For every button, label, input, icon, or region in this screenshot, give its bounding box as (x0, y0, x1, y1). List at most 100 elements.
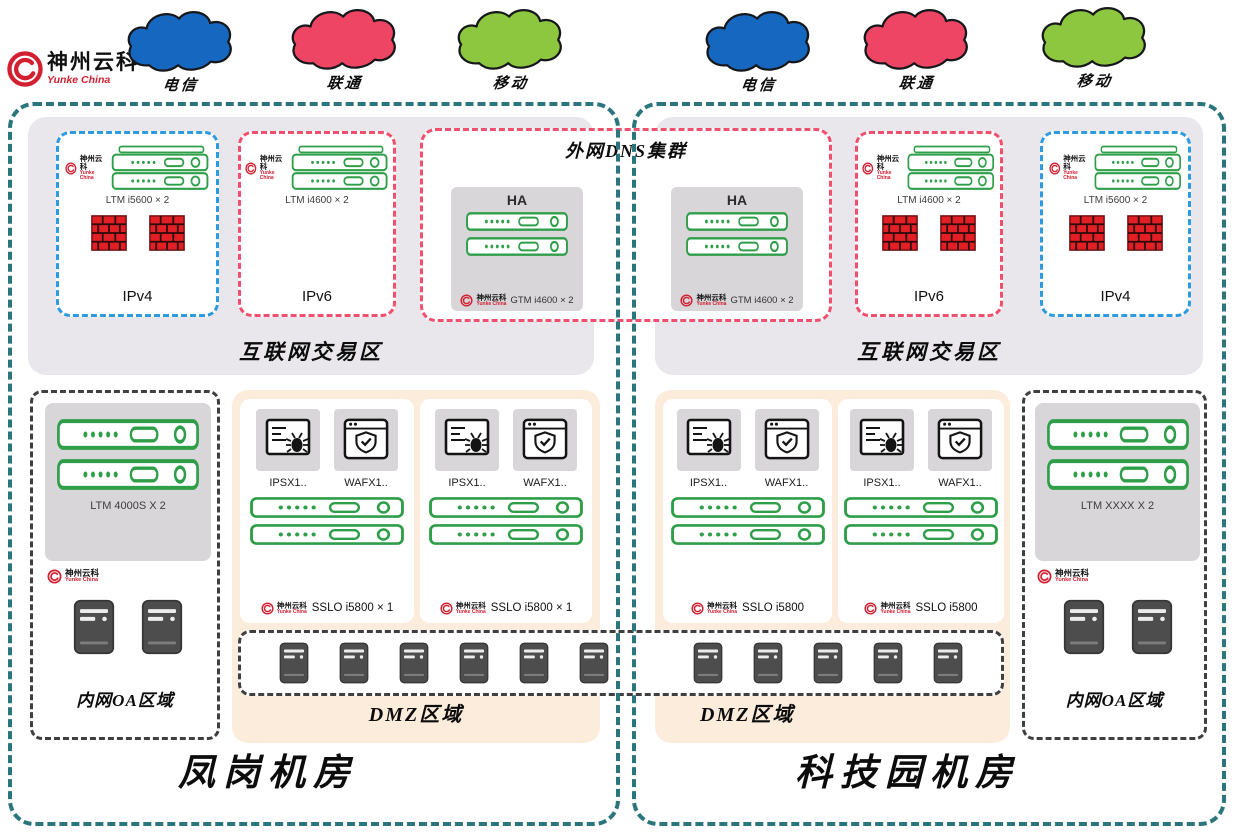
ha-group-right: HA 神州云科 Yunke China GTM i4600 × 2 (671, 187, 803, 311)
waf-unit: WAFX1.. (513, 409, 577, 489)
brand-logo-mini: 神州云科 Yunke China (65, 153, 107, 182)
isp-cloud-unicom-right: 联通 (858, 4, 976, 93)
isp-cloud-telecom-left: 电信 (122, 6, 240, 95)
waf-shield-icon (764, 418, 810, 462)
brand-subtitle: Yunke China (1055, 577, 1089, 584)
brand-logo-mini: 神州云科 Yunke China (261, 601, 307, 615)
strip-divider-space (639, 663, 663, 664)
sslo-cluster: IPSX1.. WAFX1.. (838, 399, 1004, 623)
cloud-icon (700, 6, 818, 76)
brand-name: 神州云科 (476, 292, 507, 302)
brand-logo-mini: 神州云科 Yunke China (862, 154, 903, 182)
appliance-stack-icon (290, 145, 389, 191)
sslo-cluster: IPSX1.. WAFX1.. (420, 399, 592, 623)
waf-tile (513, 409, 577, 471)
cloud-icon (452, 4, 570, 74)
brand-logo-mini: 神州云科 Yunke China (680, 292, 727, 307)
sslo-label: SSLO i5800 × 1 (490, 602, 573, 615)
brand-subtitle: Yunke China (79, 169, 95, 182)
appliance-icon (466, 212, 568, 231)
oa-zone-left: LTM 4000S X 2 神州云科 Yunke China 内网OA区域 (30, 390, 220, 740)
brand-swirl-icon (6, 50, 44, 88)
ips-label: IPSX1.. (269, 477, 307, 489)
room-title-right: 科技园机房 (795, 753, 1020, 794)
brand-swirl-icon (862, 162, 874, 175)
appliance-pair (1047, 419, 1189, 490)
ips-unit: IPSX1.. (850, 409, 914, 489)
server-icon (1063, 599, 1105, 655)
server-icon (933, 642, 963, 684)
server-icon (753, 642, 783, 684)
brand-subtitle: Yunke China (1063, 169, 1078, 182)
server-icon (873, 642, 903, 684)
ipv4-cluster-left: 神州云科 Yunke China LTM i5600 × 2 IPv4 (56, 131, 219, 317)
brand-logo-mini: 神州云科 Yunke China (1037, 568, 1090, 584)
brand-logo: 神州云科 Yunke China (6, 50, 139, 88)
isp-label: 联通 (325, 76, 364, 92)
brand-subtitle: Yunke China (696, 300, 727, 307)
device-label: LTM 4000S X 2 (90, 500, 166, 512)
appliance-pair (844, 497, 998, 545)
ips-icon (686, 418, 732, 462)
isp-label: 电信 (739, 78, 778, 94)
appliance-icon (1047, 459, 1189, 490)
ips-tile (256, 409, 320, 471)
appliance-pair (57, 419, 199, 490)
waf-label: WAFX1.. (344, 477, 388, 489)
ips-tile (676, 409, 741, 471)
firewall-icon (940, 215, 976, 251)
ipv4-cluster-right: 神州云科 Yunke China LTM i5600 × 2 IPv4 (1040, 131, 1191, 317)
brand-logo-mini: 神州云科 Yunke China (864, 601, 911, 615)
brand-swirl-icon (1049, 162, 1061, 175)
waf-unit: WAFX1.. (334, 409, 398, 489)
appliance-icon (671, 524, 825, 545)
server-icon (579, 642, 609, 684)
brand-swirl-icon (680, 294, 693, 307)
waf-tile (928, 409, 992, 471)
waf-shield-icon (343, 418, 389, 462)
zone-title: 内网OA区域 (1065, 691, 1164, 710)
appliance-icon (671, 497, 825, 518)
brand-name: 神州云科 (79, 153, 103, 171)
firewall-icon (1069, 215, 1105, 251)
ipv6-cluster-left: 神州云科 Yunke China LTM i4600 × 2 IPv6 (238, 131, 396, 317)
ips-unit: IPSX1.. (435, 409, 499, 489)
brand-name: 神州云科 (1055, 568, 1090, 578)
isp-cloud-mobile-left: 移动 (452, 4, 570, 93)
ips-label: IPSX1.. (448, 477, 486, 489)
server-icon (141, 599, 183, 655)
brand-subtitle: Yunke China (880, 608, 911, 615)
appliance-icon (1047, 419, 1189, 450)
zone-title: 互联网交易区 (239, 340, 383, 364)
firewall-icon (149, 215, 185, 251)
brand-logo-mini: 神州云科 Yunke China (460, 292, 507, 307)
brand-logo-mini: 神州云科 Yunke China (440, 601, 486, 615)
isp-cloud-unicom-left: 联通 (286, 4, 404, 93)
brand-swirl-icon (1037, 569, 1052, 584)
brand-name: 神州云科 (696, 292, 727, 302)
brand-logo-mini: 神州云科 Yunke China (47, 568, 99, 584)
waf-label: WAFX1.. (938, 477, 982, 489)
brand-swirl-icon (864, 602, 877, 615)
brand-swirl-icon (65, 162, 77, 175)
brand-name: 神州云科 (47, 51, 139, 74)
gtm-device-label: GTM i4600 × 2 (510, 294, 574, 306)
dmz-server-strip (238, 630, 1004, 696)
ips-icon (265, 418, 311, 462)
brand-subtitle: Yunke China (259, 169, 275, 182)
appliance-icon (57, 459, 199, 490)
isp-cloud-mobile-right: 移动 (1036, 2, 1154, 91)
waf-shield-icon (522, 418, 568, 462)
waf-unit: WAFX1.. (928, 409, 992, 489)
ips-tile (850, 409, 914, 471)
waf-label: WAFX1.. (764, 477, 809, 489)
waf-shield-icon (937, 418, 983, 462)
appliance-icon (429, 524, 583, 545)
brand-subtitle: Yunke China (476, 300, 507, 307)
firewall-icon (882, 215, 918, 251)
appliance-pair (466, 212, 568, 256)
firewall-icon (91, 215, 127, 251)
device-label: LTM i5600 × 2 (1083, 195, 1148, 206)
server-icon (279, 642, 309, 684)
oa-servers (1063, 599, 1173, 655)
